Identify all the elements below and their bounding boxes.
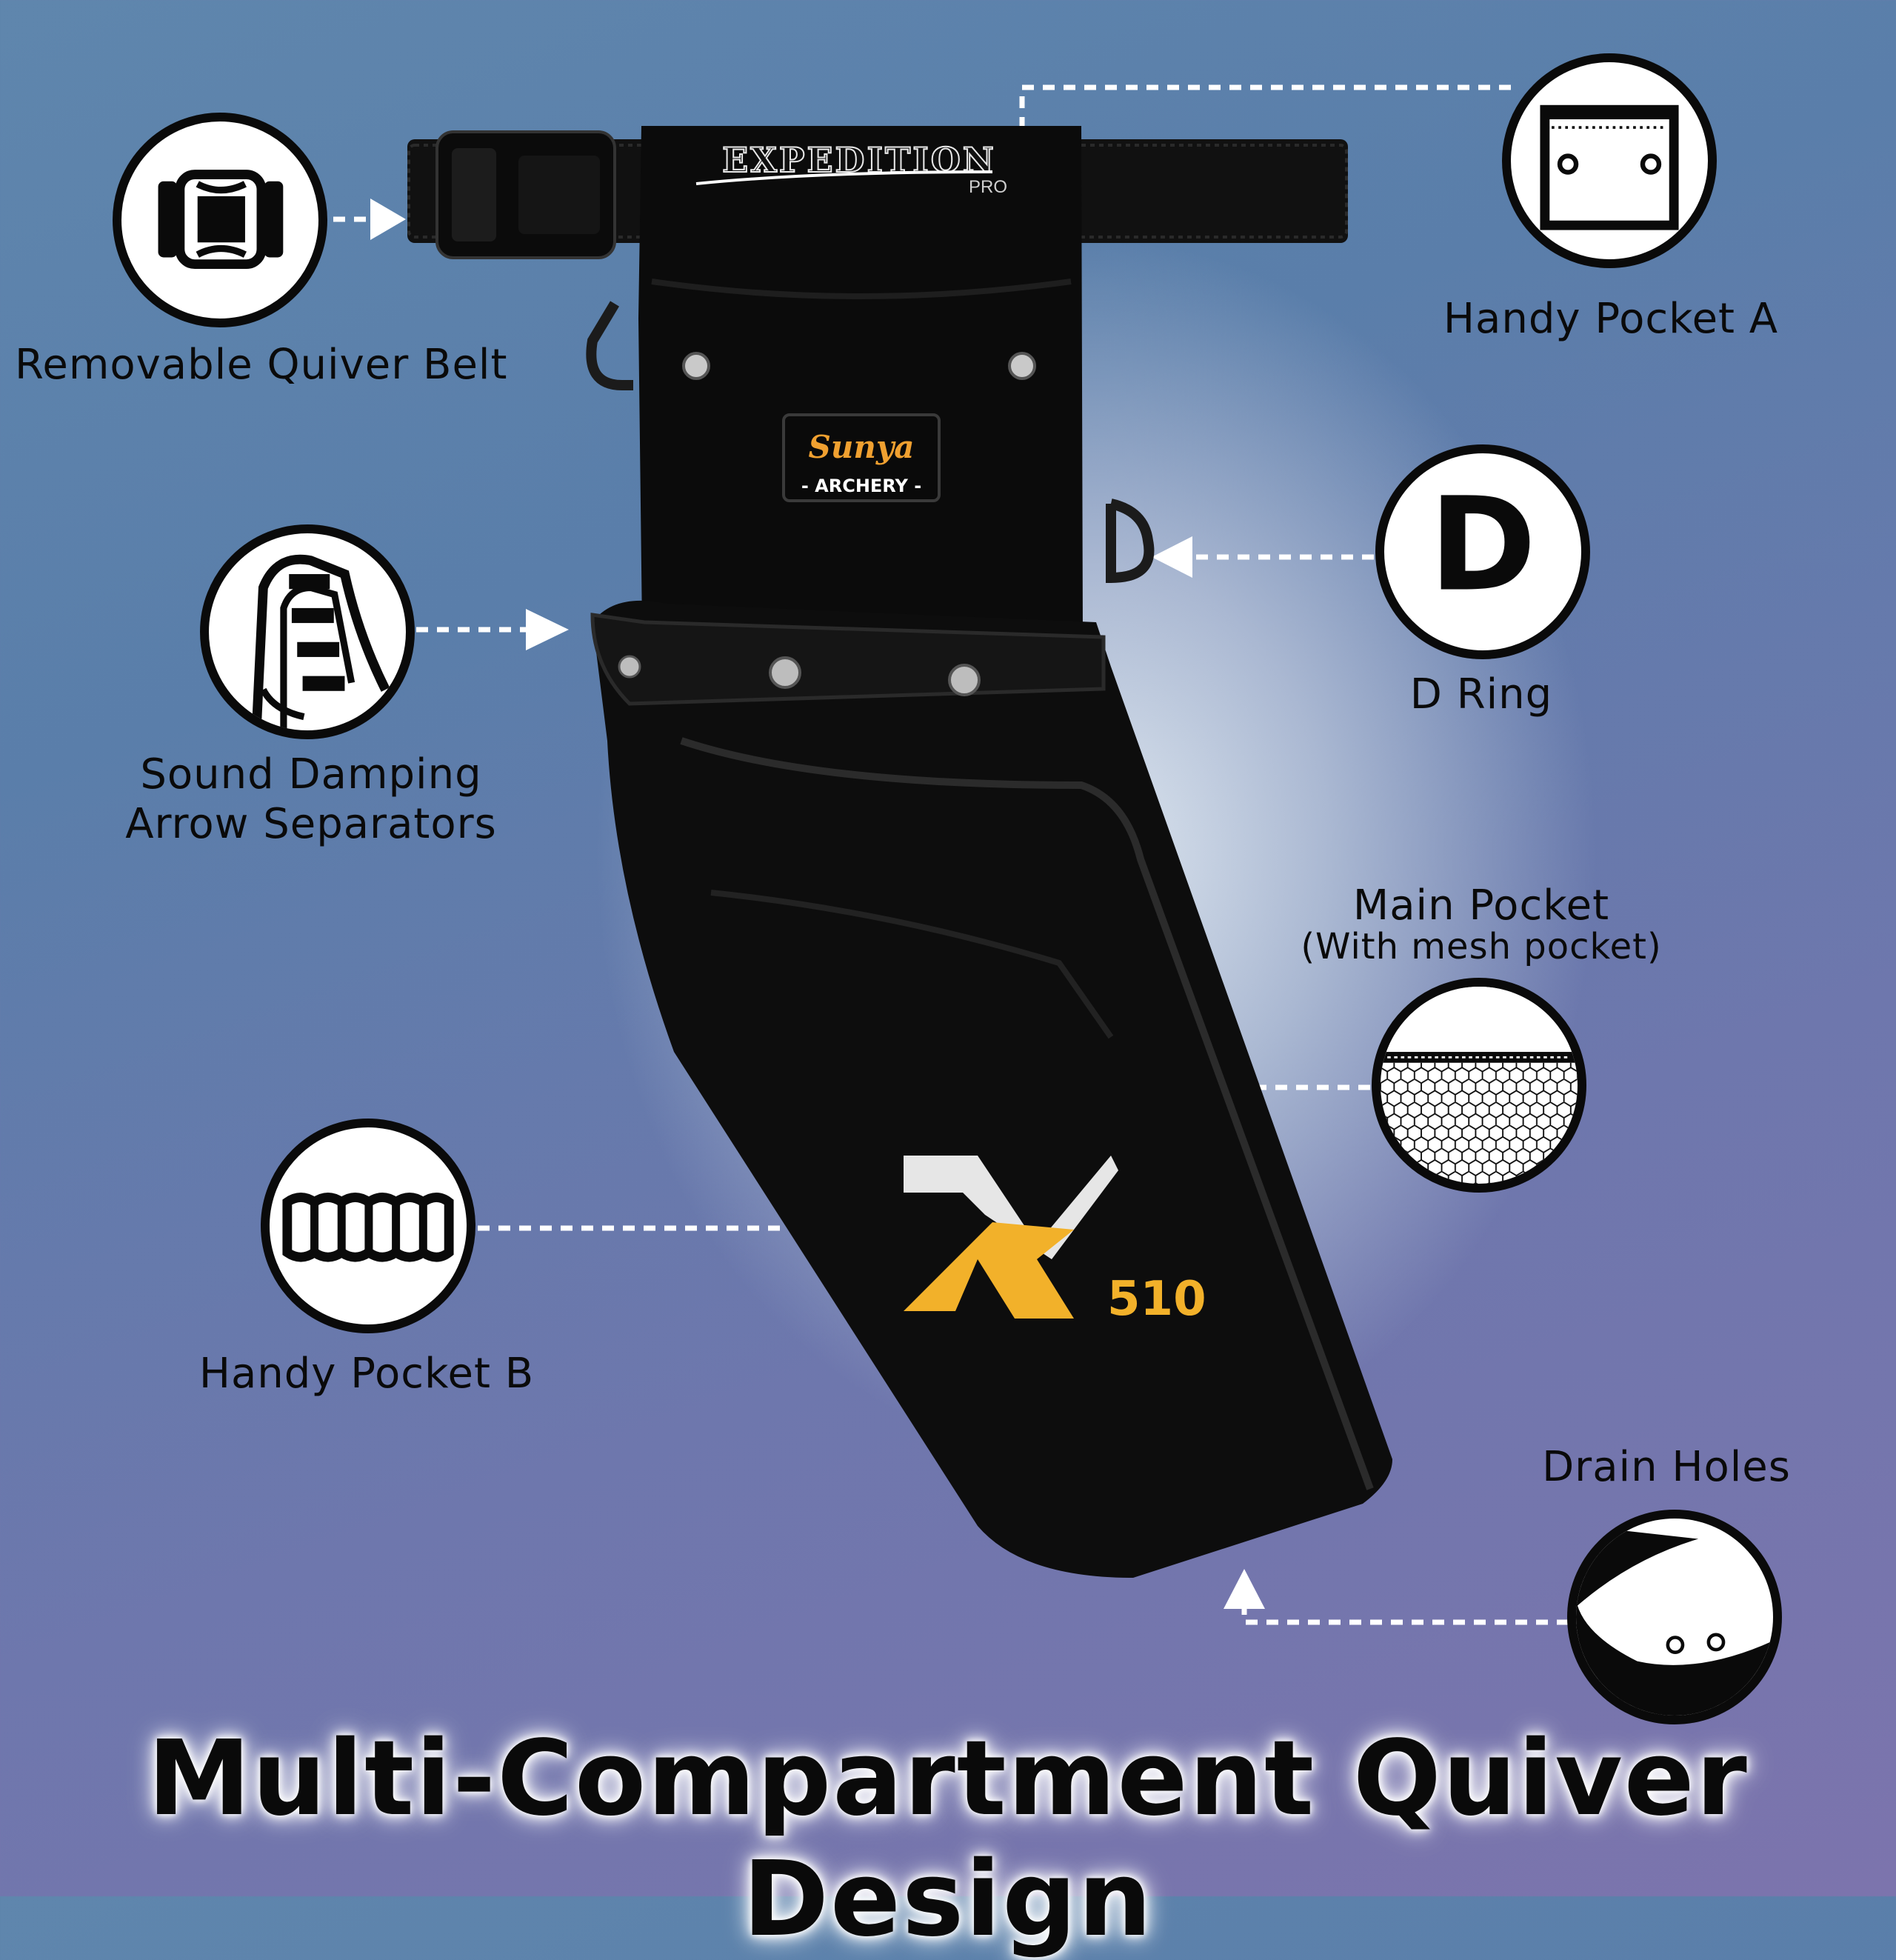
- d-ring-feature-label: D Ring: [1409, 670, 1553, 719]
- pocket-a-connector: [1019, 84, 1511, 215]
- drain-hole-icon: [1576, 1525, 1773, 1716]
- separators-feature-icon-circle: [200, 524, 415, 739]
- quiver-front-tube: [592, 600, 1392, 1578]
- k-logo-gold: [904, 1222, 1074, 1319]
- main-pocket-feature-label: Main Pocket: [1352, 881, 1610, 930]
- model-number: 510: [1107, 1272, 1206, 1327]
- pocket-b-feature-icon-circle: [261, 1119, 475, 1333]
- d-ring-right: [1106, 499, 1155, 584]
- arrow-separator-icon: [251, 554, 390, 730]
- sunya-script: Sunya: [808, 429, 914, 465]
- d-ring-left: [586, 301, 633, 390]
- belt-feature-label: Removable Quiver Belt: [15, 341, 508, 389]
- separators-arrowhead: [526, 609, 569, 650]
- pocket-grommet-icon: [1540, 104, 1679, 230]
- expedition-pro-tag: PRO: [969, 177, 1007, 197]
- d-ring-arrowhead: [1152, 536, 1192, 578]
- main-pocket-zipper: [680, 737, 1374, 1490]
- page-headline: Multi-Compartment Quiver Design: [147, 1719, 1749, 1960]
- pleated-pocket-icon: [282, 1193, 454, 1262]
- mesh-icon: [1381, 987, 1578, 1184]
- drain-arrowhead: [1224, 1569, 1265, 1609]
- drain-feature-label: Drain Holes: [1542, 1443, 1791, 1491]
- main-pocket-feature-sublabel: (With mesh pocket): [1301, 926, 1662, 967]
- sunya-patch: [782, 413, 941, 502]
- svg-text:D: D: [1429, 470, 1537, 620]
- belt-arrowhead: [370, 199, 406, 240]
- d-ring-feature-icon-circle: D: [1375, 444, 1590, 659]
- separators-feature-label-line2: Arrow Separators: [125, 800, 497, 848]
- buckle-icon: [158, 170, 284, 270]
- drain-feature-icon-circle: [1567, 1510, 1782, 1724]
- d-letter-icon: D: [1429, 470, 1537, 620]
- separators-feature-label-line1: Sound Damping: [140, 750, 482, 799]
- main-pocket-feature-icon-circle: [1372, 978, 1586, 1193]
- pocket-a-feature-label: Handy Pocket A: [1443, 295, 1779, 343]
- pocket-a-feature-icon-circle: [1502, 53, 1717, 268]
- belt-feature-icon-circle: [113, 113, 327, 327]
- quiver-image: EXPEDITION PRO Sunya - ARCHERY - 510: [407, 126, 1392, 1578]
- pocket-b-feature-label: Handy Pocket B: [198, 1350, 535, 1398]
- sunya-archery-text: - ARCHERY -: [801, 476, 921, 496]
